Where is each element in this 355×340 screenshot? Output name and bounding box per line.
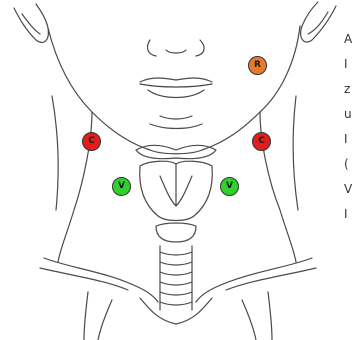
- marker-c-left-label: C: [88, 137, 95, 146]
- nose: [148, 40, 205, 56]
- jaw-line-left: [48, 28, 150, 150]
- clavicle-left: [44, 258, 158, 302]
- mouth-upper: [140, 78, 212, 82]
- marker-v-left: V: [112, 177, 131, 196]
- side-text-char: I: [344, 57, 355, 71]
- jaw-line-right: [202, 26, 300, 150]
- hyoid-bone: [136, 145, 216, 158]
- mouth-line: [140, 84, 212, 87]
- right-ear: [301, 2, 336, 42]
- left-ear: [14, 4, 48, 42]
- side-text-char: V: [344, 182, 355, 196]
- sternum: [140, 298, 212, 324]
- marker-v-right: V: [220, 177, 239, 196]
- marker-v-right-label: V: [226, 182, 233, 191]
- cricoid-cartilage: [156, 223, 196, 242]
- marker-v-left-label: V: [118, 182, 125, 191]
- marker-c-left: C: [82, 132, 101, 151]
- trachea: [160, 246, 192, 310]
- side-text-char: u: [344, 107, 355, 121]
- marker-c-right-label: C: [258, 137, 265, 146]
- clavicle-right: [196, 258, 312, 302]
- mouth-lower: [148, 90, 204, 98]
- side-text-char: z: [344, 82, 355, 96]
- side-text-char: A: [344, 32, 355, 46]
- marker-c-right: C: [252, 132, 271, 151]
- marker-r: R: [248, 56, 267, 75]
- side-text-char: (: [344, 157, 355, 171]
- marker-r-label: R: [254, 61, 261, 70]
- side-text-char: I: [344, 207, 355, 221]
- side-text-char: I: [344, 132, 355, 146]
